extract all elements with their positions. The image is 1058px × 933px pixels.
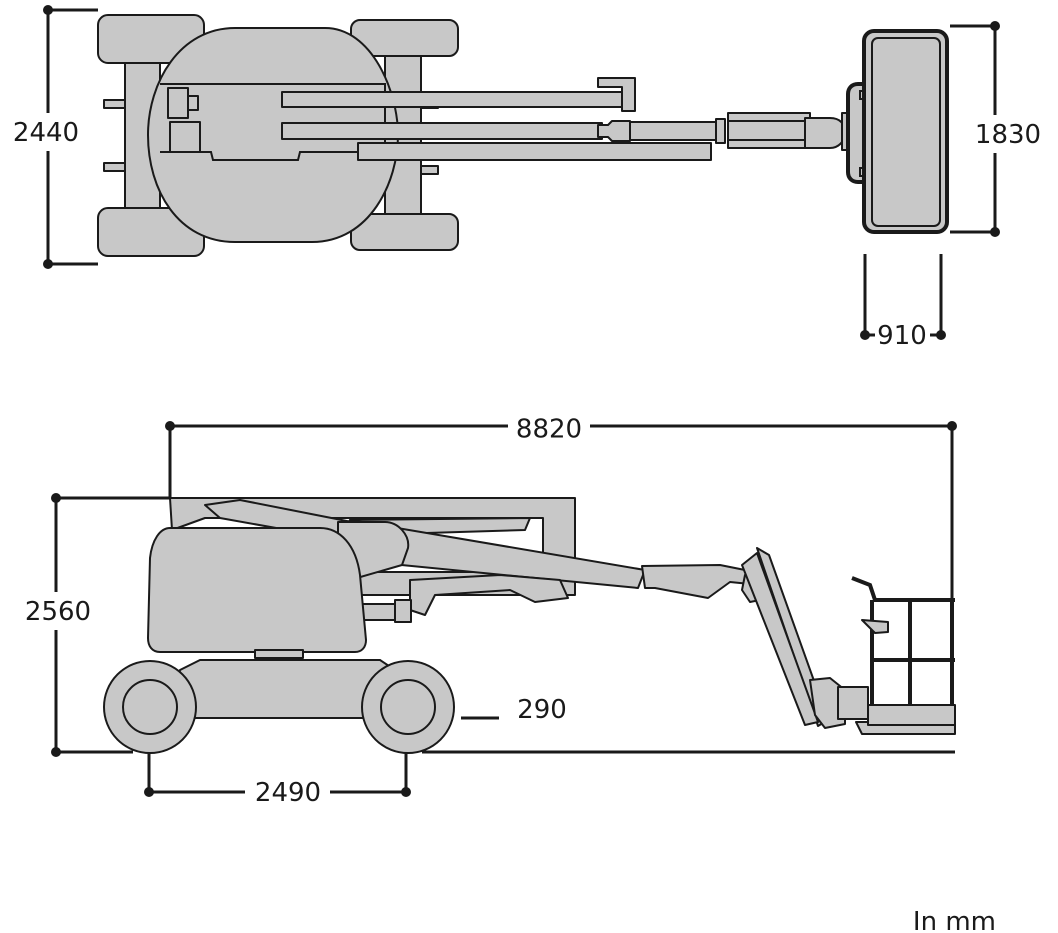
jib-collar — [715, 118, 726, 144]
label-backdrop — [20, 592, 96, 630]
dim-dot — [401, 787, 411, 797]
boom-elbow — [641, 564, 751, 599]
machine-body — [147, 527, 367, 653]
jib-rod — [629, 121, 719, 141]
dim-label-top-width: 2440 — [13, 118, 79, 148]
boom-middle-tip — [597, 120, 631, 142]
dim-dot — [43, 5, 53, 15]
rotator — [804, 117, 846, 149]
turntable — [147, 27, 399, 243]
dim-dot — [990, 21, 1000, 31]
dim-label-overall-length: 8820 — [516, 415, 582, 445]
wheel-rear — [103, 660, 197, 754]
lift-cylinder — [361, 603, 398, 621]
dim-label-wheelbase: 2490 — [255, 778, 321, 808]
wheel-front — [361, 660, 455, 754]
jib-head — [727, 112, 811, 149]
turntable-bearing — [254, 649, 304, 659]
platform-floor — [867, 704, 956, 726]
dim-label-ground-clearance: 290 — [517, 695, 567, 725]
boom-lower — [357, 142, 712, 161]
rotator — [837, 686, 869, 720]
dim-dot — [144, 787, 154, 797]
boom-upper-bracket — [597, 77, 636, 112]
dim-label-platform-depth: 910 — [877, 321, 927, 351]
dim-dot — [43, 259, 53, 269]
unit-note: In mm — [913, 907, 996, 933]
jib-head — [809, 677, 846, 729]
platform-rails — [851, 576, 955, 705]
side-dimensions: 8820 2560 290 2490 — [20, 415, 957, 808]
top-view — [97, 14, 949, 257]
label-backdrop — [8, 113, 84, 151]
side-view — [103, 497, 956, 754]
platform-floor — [871, 37, 941, 227]
boom-middle — [281, 122, 603, 140]
label-backdrop — [968, 115, 1052, 153]
dim-dot — [860, 330, 870, 340]
jib-arm-inner — [741, 552, 819, 726]
boom-upper — [281, 91, 623, 108]
platform-control-box — [861, 619, 889, 634]
tank-box — [169, 121, 201, 153]
dim-dot — [51, 747, 61, 757]
dim-label-overall-height: 2560 — [25, 597, 91, 627]
engine-box — [167, 87, 189, 119]
dim-dot — [51, 493, 61, 503]
wheel-front-hub — [380, 679, 436, 735]
top-dimensions: 2440 1830 910 — [8, 5, 1052, 351]
dim-label-platform-width: 1830 — [975, 120, 1041, 150]
dim-dot — [936, 330, 946, 340]
dim-dot — [165, 421, 175, 431]
cylinder-mount — [394, 599, 412, 623]
platform-top — [862, 29, 949, 234]
wheel-rear-hub — [122, 679, 178, 735]
engine-tab — [187, 95, 199, 111]
lower-boom-arm — [409, 574, 569, 616]
dim-dot — [947, 421, 957, 431]
dim-dot — [990, 227, 1000, 237]
